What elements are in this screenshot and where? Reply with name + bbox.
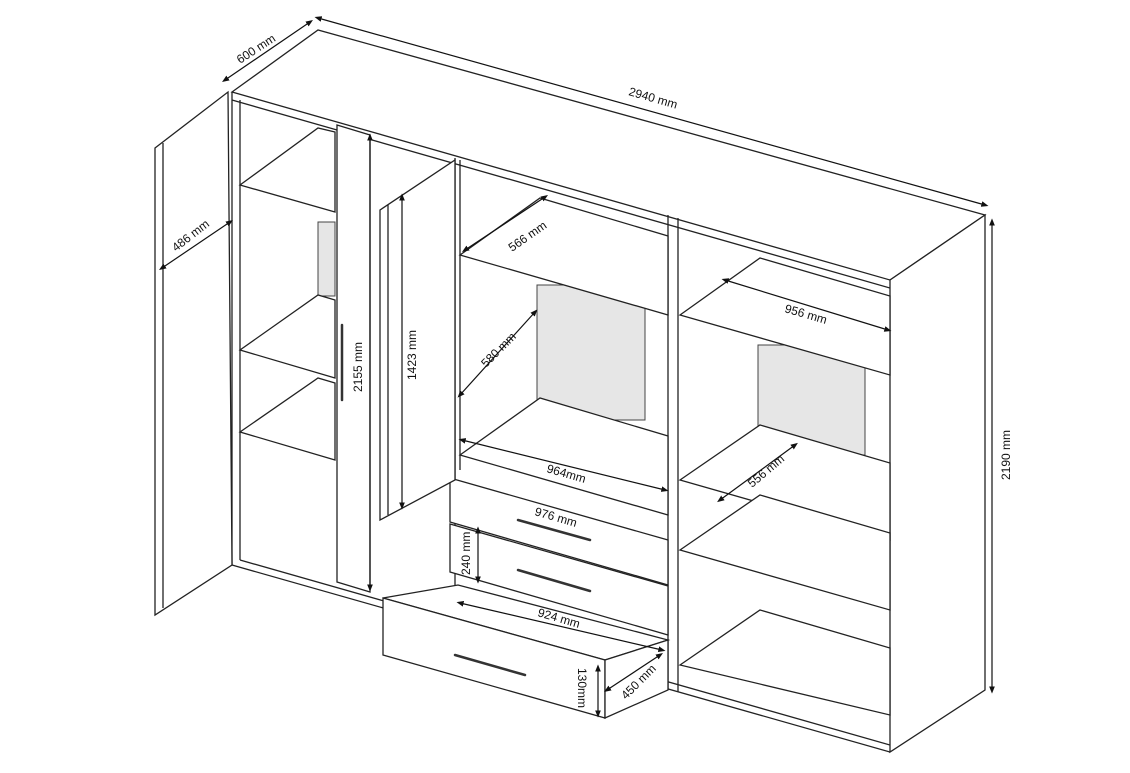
right-side-panel (889, 213, 986, 754)
shelf (238, 127, 336, 213)
shelf (238, 294, 336, 379)
left-door-open[interactable] (154, 90, 233, 617)
wardrobe-body (154, 29, 987, 754)
shelf (678, 494, 891, 611)
shelf (238, 377, 336, 461)
dimension-lines (159, 16, 995, 718)
back-panel-left (317, 221, 336, 297)
shelf (678, 609, 891, 716)
label-inner-depth: 580 mm (478, 330, 519, 371)
label-door-height: 2155 mm (351, 342, 365, 392)
label-total-width: 2940 mm (627, 84, 679, 111)
back-panel-middle (536, 284, 646, 421)
label-drawer-side-height: 130mm (575, 668, 589, 708)
label-drawer-height: 240 mm (459, 532, 473, 575)
label-hanging-height: 1423 mm (405, 330, 419, 380)
label-total-height: 2190 mm (999, 430, 1013, 480)
